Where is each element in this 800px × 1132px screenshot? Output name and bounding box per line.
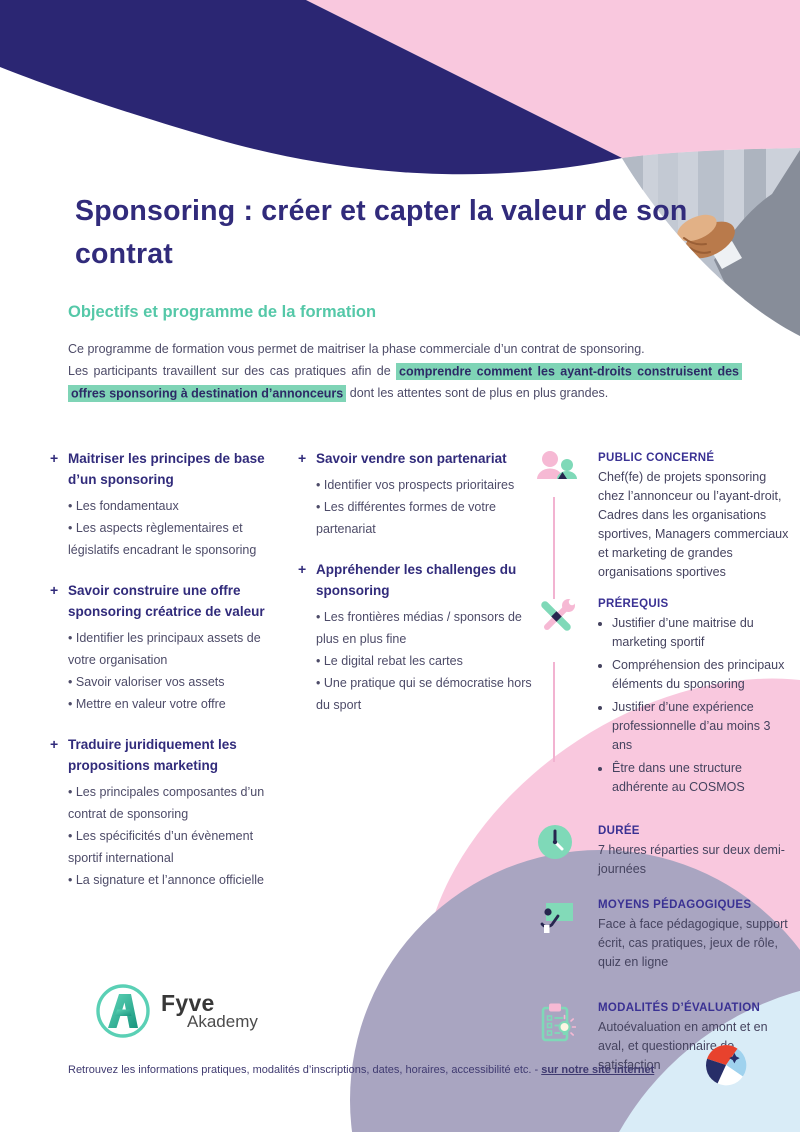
footer: Retrouvez les informations pratiques, mo…: [68, 1062, 708, 1078]
clock-icon: [536, 821, 598, 861]
navy-swoosh-shape: [0, 0, 622, 175]
footer-text: Retrouvez les informations pratiques, mo…: [68, 1064, 542, 1076]
program-bullet: Mettre en valeur votre offre: [68, 693, 270, 715]
plus-icon: +: [50, 736, 59, 752]
program-item-title: Savoir vendre son partenariat: [316, 451, 507, 466]
program-item: + Savoir vendre son partenariat Identifi…: [298, 448, 538, 540]
info-label: DURÉE: [598, 825, 640, 837]
brand-text: Fyve Akademy: [161, 990, 258, 1031]
program-bullet: Les fondamentaux: [68, 495, 270, 517]
info-text: Chef(fe) de projets sponsoring chez l’an…: [598, 470, 789, 579]
program-item: + Traduire juridiquement les proposition…: [50, 734, 270, 891]
info-label: MOYENS PÉDAGOGIQUES: [598, 899, 752, 911]
plus-icon: +: [50, 582, 59, 598]
program-bullet: Les différentes formes de votre partenar…: [316, 496, 538, 540]
plus-icon: +: [50, 450, 59, 466]
info-body: DURÉE 7 heures réparties sur deux demi-j…: [598, 821, 792, 879]
fyve-akademy-logo: Fyve Akademy: [95, 983, 258, 1039]
info-label: MODALITÉS D’ÉVALUATION: [598, 1002, 761, 1014]
program-bullet: Une pratique qui se démocratise hors du …: [316, 672, 538, 716]
info-connector-line: [553, 662, 555, 762]
prerequis-list: Justifier d’une maitrise du marketing sp…: [598, 614, 792, 797]
info-label: PRÉREQUIS: [598, 598, 669, 610]
info-section-duree: DURÉE 7 heures réparties sur deux demi-j…: [536, 821, 792, 879]
info-section-public: PUBLIC CONCERNÉ Chef(fe) de projets spon…: [536, 448, 792, 582]
tools-icon: [536, 594, 598, 638]
brand-subname: Akademy: [187, 1012, 258, 1031]
info-section-modalites: MODALITÉS D’ÉVALUATION Autoévaluation en…: [536, 998, 792, 1075]
program-bullet: Identifier les principaux assets de votr…: [68, 627, 270, 671]
pink-corner-shape: [306, 0, 800, 158]
info-text: 7 heures réparties sur deux demi-journée…: [598, 843, 785, 876]
program-column-2: + Savoir vendre son partenariat Identifi…: [298, 448, 538, 910]
program-bullet: Les spécificités d’un évènement sportif …: [68, 825, 270, 869]
program-bullet: Le digital rebat les cartes: [316, 650, 538, 672]
top-decoration: [0, 0, 800, 336]
program-bullet: Les aspects règlementaires et législatif…: [68, 517, 270, 561]
info-body: PUBLIC CONCERNÉ Chef(fe) de projets spon…: [598, 448, 792, 582]
prerequis-item: Justifier d’une expérience professionnel…: [612, 698, 792, 755]
program-bullet: Identifier vos prospects prioritaires: [316, 474, 538, 496]
info-text: Autoévaluation en amont et en aval, et q…: [598, 1020, 768, 1072]
program-columns: + Maitriser les principes de base d’un s…: [50, 448, 538, 910]
info-section-moyens: MOYENS PÉDAGOGIQUES Face à face pédagogi…: [536, 895, 792, 972]
clipboard-evaluation-icon: [536, 998, 598, 1044]
plus-icon: +: [298, 450, 307, 466]
info-body: MOYENS PÉDAGOGIQUES Face à face pédagogi…: [598, 895, 792, 972]
intro-line-1: Ce programme de formation vous permet de…: [68, 342, 645, 356]
presentation-board-icon: [536, 895, 598, 937]
program-item: + Appréhender les challenges du sponsori…: [298, 559, 538, 716]
page-title: Sponsoring : créer et capter la valeur d…: [75, 195, 688, 270]
info-column: PUBLIC CONCERNÉ Chef(fe) de projets spon…: [536, 448, 792, 1075]
info-body: PRÉREQUIS Justifier d’une maitrise du ma…: [598, 594, 792, 801]
info-connector-line: [553, 497, 555, 599]
fyve-logo-icon: [96, 984, 150, 1038]
info-body: MODALITÉS D’ÉVALUATION Autoévaluation en…: [598, 998, 792, 1075]
people-icon: [536, 448, 598, 486]
plus-icon: +: [298, 561, 307, 577]
intro-text-after: dont les attentes sont de plus en plus g…: [346, 386, 609, 400]
brand-name: Fyve: [161, 990, 215, 1016]
program-item-title: Maitriser les principes de base d’un spo…: [68, 451, 265, 487]
prerequis-item: Justifier d’une maitrise du marketing sp…: [612, 614, 792, 652]
program-bullet: Les principales composantes d’un contrat…: [68, 781, 270, 825]
info-text: Face à face pédagogique, support écrit, …: [598, 917, 788, 969]
program-item-title: Appréhender les challenges du sponsoring: [316, 562, 517, 598]
program-item: + Maitriser les principes de base d’un s…: [50, 448, 270, 561]
prerequis-item: Compréhension des principaux éléments du…: [612, 656, 792, 694]
program-item: + Savoir construire une offre sponsoring…: [50, 580, 270, 715]
program-bullet: La signature et l’annonce officielle: [68, 869, 270, 891]
program-item-title: Savoir construire une offre sponsoring c…: [68, 583, 265, 619]
intro-text-before: Les participants travaillent sur des cas…: [68, 364, 397, 378]
program-item-title: Traduire juridiquement les propositions …: [68, 737, 237, 773]
info-label: PUBLIC CONCERNÉ: [598, 452, 715, 464]
website-link[interactable]: sur notre site internet: [541, 1064, 655, 1076]
intro-line-2: Les participants travaillent sur des cas…: [68, 360, 743, 404]
info-section-prerequis: PRÉREQUIS Justifier d’une maitrise du ma…: [536, 594, 792, 801]
section-heading: Objectifs et programme de la formation: [68, 303, 377, 321]
prerequis-item: Être dans une structure adhérente au COS…: [612, 759, 792, 797]
cosmos-round-logo: [705, 1045, 747, 1086]
intro-paragraph: Ce programme de formation vous permet de…: [68, 338, 743, 404]
program-column-1: + Maitriser les principes de base d’un s…: [50, 448, 270, 910]
program-bullet: Savoir valoriser vos assets: [68, 671, 270, 693]
program-bullet: Les frontières médias / sponsors de plus…: [316, 606, 538, 650]
